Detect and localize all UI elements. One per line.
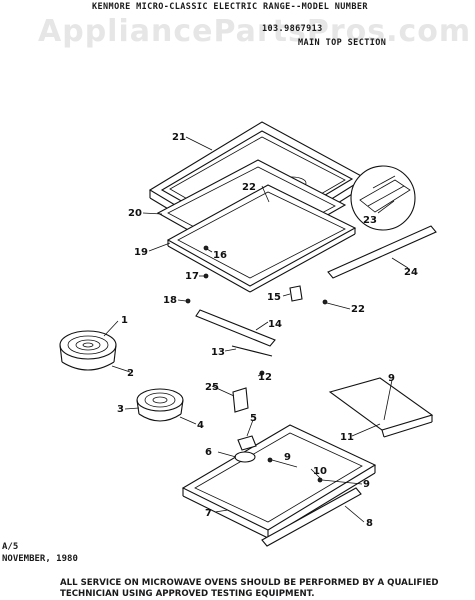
callout-20: 20 [128,208,142,219]
callout-4: 4 [197,420,204,431]
part-6-plate [234,451,256,463]
callout-6: 6 [205,447,212,458]
callout-22-glass: 22 [242,182,256,193]
callout-1: 1 [121,315,128,326]
callout-11: 11 [340,432,354,443]
part-14-bracket [195,309,276,347]
part-1-surface-element-large [59,330,117,371]
diagram-ref: A/5 [2,542,19,552]
part-8-rail [261,487,362,547]
callout-13: 13 [211,347,225,358]
callout-12: 12 [258,372,272,383]
part-13-rod [231,345,273,357]
callout-3: 3 [117,404,124,415]
callout-9-shield: 9 [388,373,395,384]
service-note-line-1: ALL SERVICE ON MICROWAVE OVENS SHOULD BE… [60,578,439,588]
leader-lines [103,136,409,523]
callout-24: 24 [404,267,418,278]
service-note-line-2: TECHNICIAN USING APPROVED TESTING EQUIPM… [60,589,315,599]
part-3-surface-element-small [136,388,184,422]
part-24-trim-strip [327,225,437,279]
callout-5: 5 [250,413,257,424]
model-number: 103.9867913 [262,24,323,34]
callout-19: 19 [134,247,148,258]
diagram-date: NOVEMBER, 1980 [2,554,78,564]
callout-17: 17 [185,271,199,282]
service-note: ALL SERVICE ON MICROWAVE OVENS SHOULD BE… [60,578,470,600]
callout-22-screw: 22 [351,304,365,315]
part-19-support [166,184,357,293]
callout-14: 14 [268,319,282,330]
part-11-shield [328,377,434,438]
part-25-terminal-block [232,387,249,413]
part-5-bracket [237,435,257,451]
callout-21: 21 [172,132,186,143]
callout-9-tray-right: 9 [363,479,370,490]
part-15-clip [289,285,303,302]
callout-7: 7 [205,508,212,519]
callout-18: 18 [163,295,177,306]
part-23-detail [350,165,416,231]
section-title: MAIN TOP SECTION [298,38,387,48]
part-18-screw [185,298,191,304]
callout-25: 25 [205,382,219,393]
callout-10: 10 [313,466,327,477]
callout-15: 15 [267,292,281,303]
watermark: AppliancePartsPros.com [38,14,472,49]
callout-2: 2 [127,368,134,379]
callout-9-tray: 9 [284,452,291,463]
diagram-title: KENMORE MICRO-CLASSIC ELECTRIC RANGE--MO… [92,2,368,12]
callout-16: 16 [213,250,227,261]
callout-23: 23 [363,215,377,226]
part-22-screw [322,299,328,305]
callout-8: 8 [366,518,373,529]
